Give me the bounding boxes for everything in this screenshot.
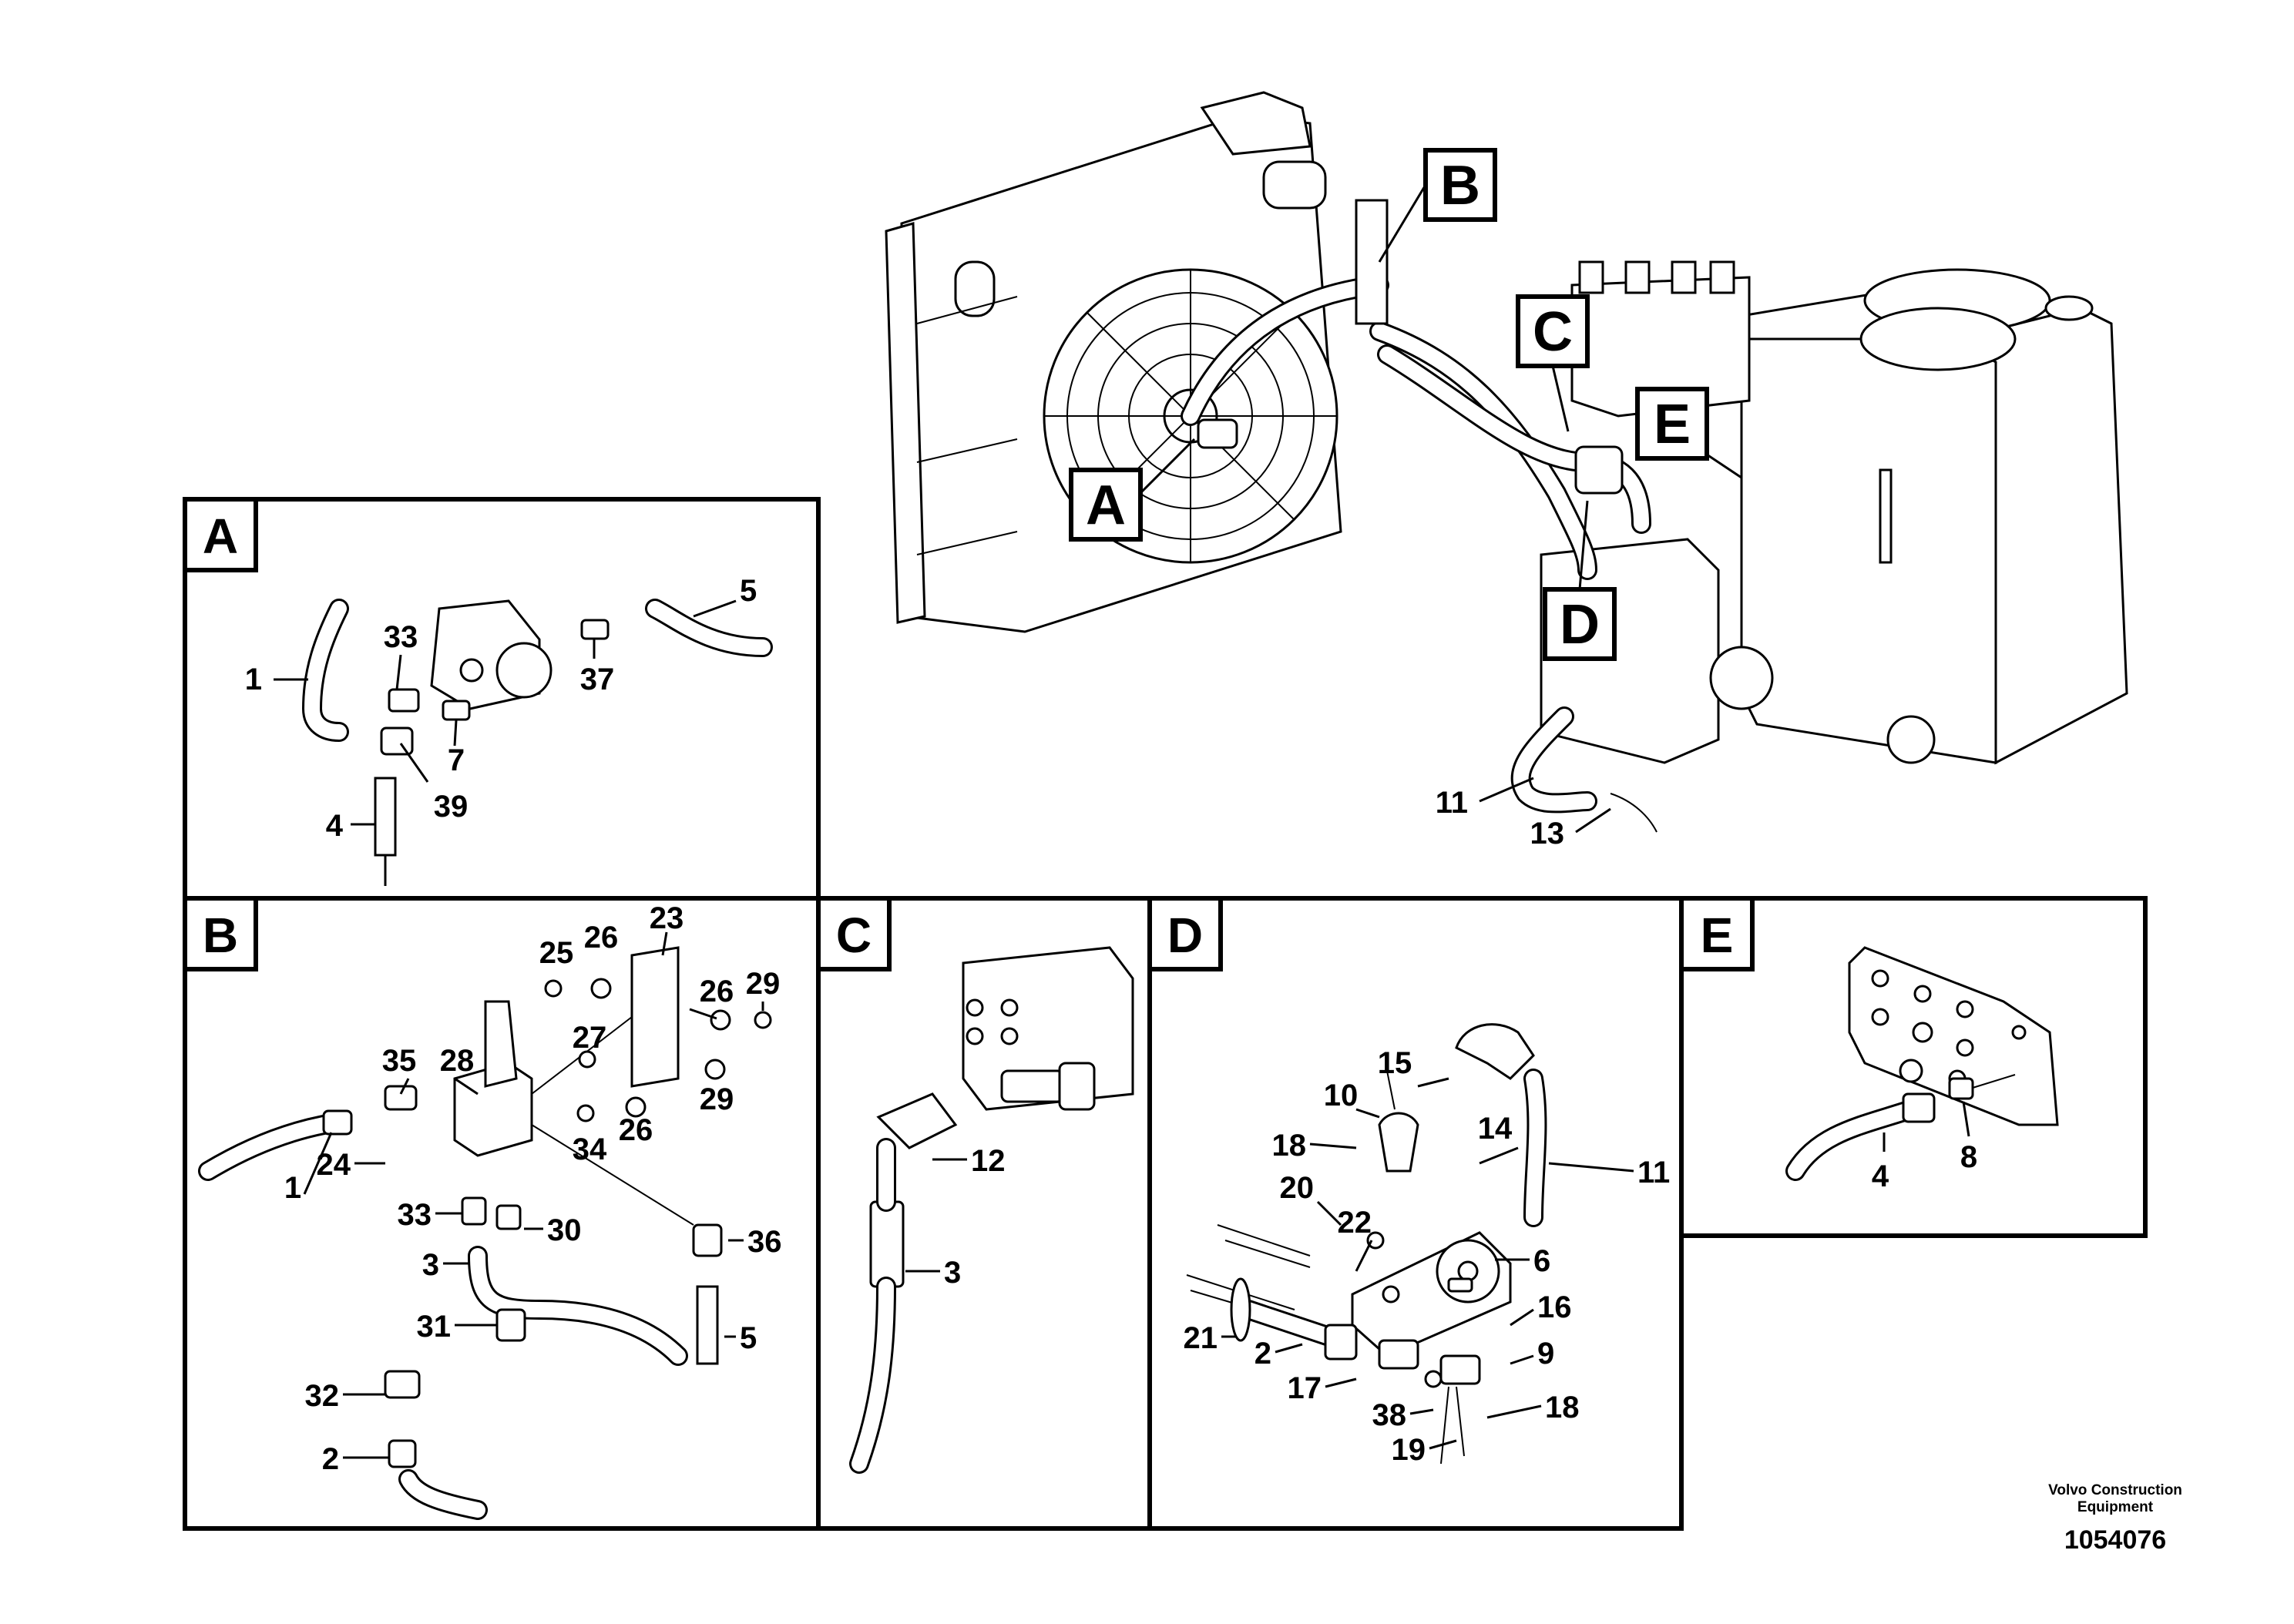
panel-B-label-36: 36 xyxy=(747,1225,782,1259)
panel-D-label-20: 20 xyxy=(1280,1171,1315,1205)
panel-D-label-16: 16 xyxy=(1537,1290,1572,1324)
panel-B-label-27: 27 xyxy=(573,1021,607,1055)
overview-illustration: B C E A D 11 13 xyxy=(885,91,2128,851)
panel-B-label-29b: 29 xyxy=(700,1082,734,1116)
radiator-cooler xyxy=(885,91,1342,633)
panel-A-label-1: 1 xyxy=(245,663,262,696)
overview-label-11: 11 xyxy=(1436,786,1468,820)
panel-B-label-25: 25 xyxy=(539,936,574,970)
detail-panel-A: A 5 33 1 37 7 39 4 xyxy=(183,497,821,901)
panel-E-label-8: 8 xyxy=(1960,1140,1977,1174)
panel-D-label-6: 6 xyxy=(1533,1244,1550,1278)
overview-label-13: 13 xyxy=(1530,817,1565,851)
panel-C-letter: C xyxy=(836,908,872,963)
panel-B-label-32: 32 xyxy=(305,1379,340,1413)
panel-B-label-28: 28 xyxy=(440,1044,475,1078)
panel-A-label-5: 5 xyxy=(740,574,757,608)
panel-B-label-26b: 26 xyxy=(700,975,734,1008)
callout-B-letter: B xyxy=(1440,155,1480,216)
panel-B-label-34: 34 xyxy=(573,1132,607,1166)
panel-D-label-10: 10 xyxy=(1324,1079,1359,1112)
company-line-1: Volvo Construction xyxy=(2048,1482,2182,1498)
panel-B-label-23: 23 xyxy=(650,901,684,935)
panel-B-label-2: 2 xyxy=(322,1442,339,1476)
panel-D-label-15: 15 xyxy=(1378,1046,1412,1080)
panel-D-label-14: 14 xyxy=(1478,1112,1513,1146)
panel-B-label-5: 5 xyxy=(740,1321,757,1355)
panel-B-label-24: 24 xyxy=(317,1148,351,1182)
panel-A-label-4: 4 xyxy=(326,809,344,843)
panel-B-label-1: 1 xyxy=(284,1171,301,1205)
callout-C: C xyxy=(1516,294,1590,432)
callout-E: E xyxy=(1635,387,1742,479)
panel-D-label-2: 2 xyxy=(1254,1337,1271,1371)
callout-D: D xyxy=(1543,500,1617,661)
callout-A-letter: A xyxy=(1086,475,1126,536)
callout-E-letter: E xyxy=(1654,394,1691,455)
panel-D-label-18: 18 xyxy=(1272,1129,1307,1163)
panel-A-label-33: 33 xyxy=(384,620,418,654)
panel-D-label-22: 22 xyxy=(1338,1206,1372,1240)
panel-B-label-26: 26 xyxy=(584,921,619,955)
panel-B-label-29: 29 xyxy=(746,967,781,1001)
company-line-2: Equipment xyxy=(2077,1499,2154,1515)
panel-D-label-18b: 18 xyxy=(1545,1391,1580,1424)
panel-D-label-21: 21 xyxy=(1184,1321,1218,1355)
callout-C-letter: C xyxy=(1533,301,1573,363)
detail-panel-E: E 4 8 xyxy=(1679,896,2148,1238)
callout-A: A xyxy=(1069,438,1196,542)
panel-B-label-3: 3 xyxy=(422,1248,439,1282)
panel-B-letter: B xyxy=(203,908,238,963)
panel-A-label-37: 37 xyxy=(580,663,615,696)
panel-C-label-12: 12 xyxy=(971,1144,1006,1178)
callout-B: B xyxy=(1378,148,1497,263)
panel-E-letter: E xyxy=(1701,908,1734,963)
panel-B-label-31: 31 xyxy=(417,1310,452,1344)
panel-D-label-38: 38 xyxy=(1372,1398,1407,1432)
panel-D-label-9: 9 xyxy=(1537,1337,1554,1371)
panel-D-label-11: 11 xyxy=(1637,1156,1670,1189)
document-number: 1054076 xyxy=(2064,1525,2166,1555)
panel-D-label-19: 19 xyxy=(1392,1433,1426,1467)
detail-panel-C: C 12 3 xyxy=(816,896,1152,1531)
panel-E-label-4: 4 xyxy=(1872,1159,1889,1193)
overview-hoses xyxy=(1181,199,1658,833)
panel-A-label-7: 7 xyxy=(448,743,465,777)
panel-B-label-33: 33 xyxy=(398,1198,432,1232)
panel-D-label-17: 17 xyxy=(1288,1371,1322,1405)
panel-B-label-26c: 26 xyxy=(619,1113,653,1147)
panel-B-label-30: 30 xyxy=(547,1213,582,1247)
detail-panel-B: B xyxy=(183,896,821,1531)
hydraulic-tank xyxy=(1740,268,2128,765)
panel-A-label-39: 39 xyxy=(434,790,469,824)
panel-D-letter: D xyxy=(1167,908,1203,963)
callout-D-letter: D xyxy=(1560,594,1600,656)
footer-block: Volvo Construction Equipment 1054076 xyxy=(2048,1482,2182,1555)
panel-B-label-35: 35 xyxy=(382,1044,417,1078)
panel-A-letter: A xyxy=(203,508,238,564)
panel-C-label-3: 3 xyxy=(944,1256,961,1290)
detail-panel-D: D xyxy=(1147,896,1684,1531)
